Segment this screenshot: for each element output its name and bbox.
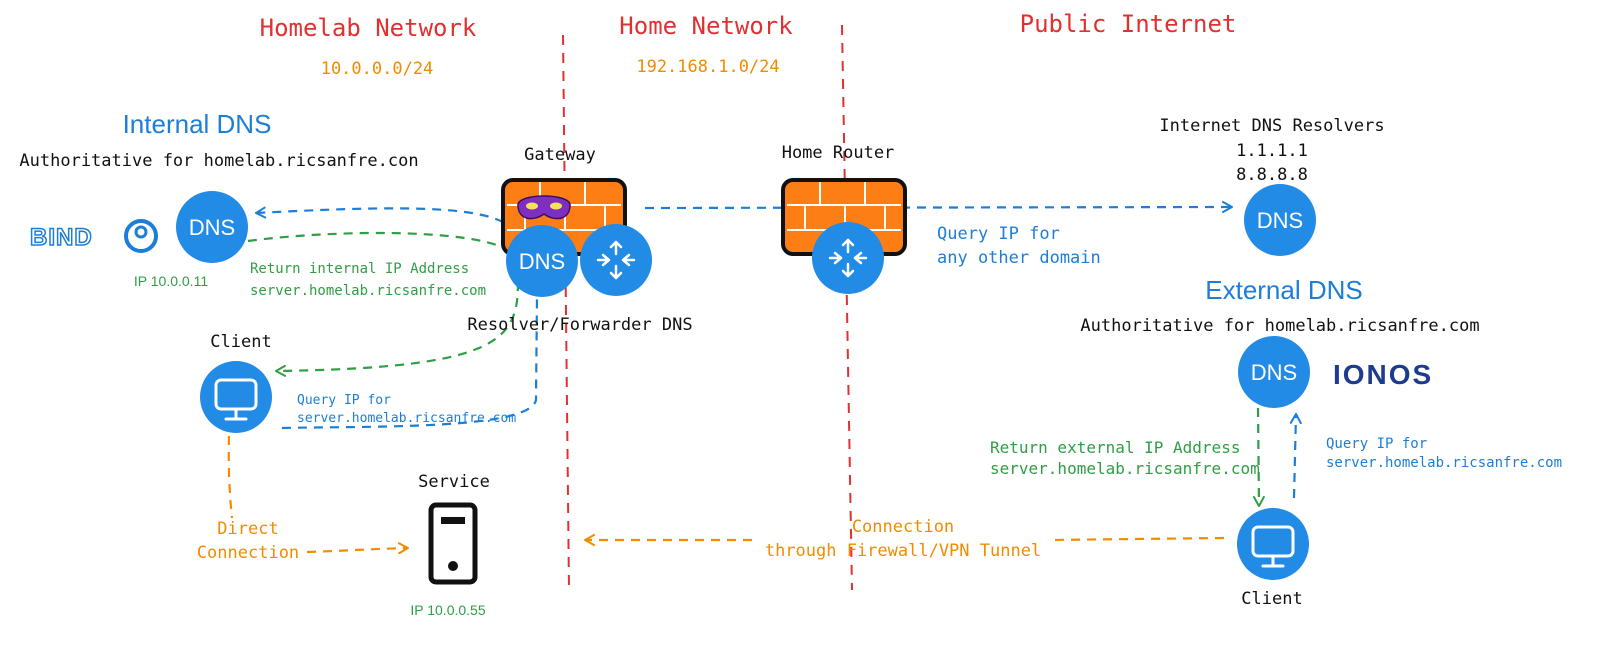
internal-dns-node-label: DNS bbox=[189, 215, 235, 240]
query-other-line1: Query IP for bbox=[937, 224, 1060, 244]
dns-icon bbox=[176, 191, 248, 263]
mask-icon bbox=[517, 195, 571, 220]
internal-dns-subtitle: Authoritative for homelab.ricsanfre.con bbox=[19, 151, 418, 171]
query-external-line2: server.homelab.ricsanfre.com bbox=[1326, 455, 1562, 471]
arrow-gateway-to-internal-dns bbox=[255, 206, 517, 233]
client-external-label: Client bbox=[1241, 589, 1302, 609]
query-external-line1: Query IP for bbox=[1326, 436, 1427, 452]
arrow-client-to-service-b bbox=[306, 542, 409, 555]
bind-logo-dot bbox=[134, 225, 148, 239]
query-other-line2: any other domain bbox=[937, 248, 1101, 268]
external-dns-subtitle: Authoritative for homelab.ricsanfre.com bbox=[1080, 316, 1479, 336]
monitor-icon bbox=[200, 361, 272, 433]
query-internal-line2: server.homelab.ricsanfre.com bbox=[297, 411, 516, 426]
dns-icon bbox=[1244, 184, 1316, 256]
gateway-dns-label: DNS bbox=[519, 249, 565, 274]
bind-logo: BIND bbox=[29, 219, 158, 253]
internet-dns-node-label: DNS bbox=[1257, 208, 1303, 233]
tunnel-line2: through Firewall/VPN Tunnel bbox=[765, 541, 1041, 561]
gateway-label: Gateway bbox=[524, 145, 596, 165]
internet-dns-title: Internet DNS Resolvers bbox=[1159, 116, 1384, 136]
dns-icon bbox=[1238, 336, 1310, 408]
service-node bbox=[428, 502, 478, 585]
zone-title-public: Public Internet bbox=[1020, 10, 1237, 38]
arrow-gateway-to-internet-dns bbox=[644, 201, 1233, 214]
service-label: Service bbox=[418, 472, 490, 492]
router-arrows bbox=[828, 238, 868, 278]
dns-icon bbox=[506, 225, 578, 297]
service-ip: IP 10.0.0.55 bbox=[410, 602, 485, 618]
query-internal-line1: Query IP for bbox=[297, 393, 391, 408]
arrow-client-to-external-dns bbox=[1289, 413, 1302, 499]
internet-dns-ip1: 1.1.1.1 bbox=[1236, 141, 1308, 161]
tunnel-line1: Connection bbox=[852, 517, 954, 537]
bind-logo-text: BIND bbox=[30, 224, 93, 251]
zone-subnet-home: 192.168.1.0/24 bbox=[636, 57, 779, 77]
arrow-tunnel-right bbox=[1047, 536, 1225, 542]
arrow-client-to-gateway bbox=[281, 295, 539, 430]
router-icon bbox=[580, 224, 652, 296]
home-router-label: Home Router bbox=[782, 143, 895, 163]
zone-subnet-homelab: 10.0.0.0/24 bbox=[321, 59, 434, 79]
direct-line1: Direct bbox=[217, 519, 278, 539]
external-dns-node-label: DNS bbox=[1251, 360, 1297, 385]
router-arrows bbox=[596, 240, 636, 280]
monitor-icon bbox=[1237, 508, 1309, 580]
internal-dns-node: DNS bbox=[176, 191, 248, 263]
arrow-gateway-to-client bbox=[275, 281, 520, 377]
internal-dns-title: Internal DNS bbox=[123, 109, 272, 139]
bind-logo-ring bbox=[124, 219, 158, 253]
external-dns-node: DNS bbox=[1238, 336, 1310, 408]
client-internal-node bbox=[200, 361, 272, 433]
return-external-line2: server.homelab.ricsanfre.com bbox=[990, 459, 1260, 478]
internet-dns-ip2: 8.8.8.8 bbox=[1236, 165, 1308, 185]
return-internal-line2: server.homelab.ricsanfre.com bbox=[250, 283, 486, 299]
zone-title-home: Home Network bbox=[619, 12, 793, 40]
boundary-home-public bbox=[841, 24, 853, 591]
return-external-line1: Return external IP Address bbox=[990, 438, 1240, 457]
server-icon bbox=[428, 502, 478, 585]
arrow-external-dns-to-client bbox=[1252, 407, 1265, 507]
gateway-caption: Resolver/Forwarder DNS bbox=[467, 315, 692, 335]
external-dns-title: External DNS bbox=[1205, 275, 1363, 305]
router-icon bbox=[812, 222, 884, 294]
client-external-node bbox=[1237, 508, 1309, 580]
zone-title-homelab: Homelab Network bbox=[260, 14, 477, 42]
home-router-node bbox=[812, 222, 884, 294]
arrow-client-to-service-a bbox=[227, 435, 234, 519]
client-internal-label: Client bbox=[210, 332, 271, 352]
gateway-dns-node: DNS bbox=[506, 225, 578, 297]
boundary-homelab-home bbox=[562, 34, 570, 591]
internet-dns-node: DNS bbox=[1244, 184, 1316, 256]
arrow-internal-dns-to-gateway bbox=[247, 231, 509, 251]
ionos-logo: IONOS bbox=[1333, 359, 1433, 390]
return-internal-line1: Return internal IP Address bbox=[250, 261, 469, 277]
internal-dns-ip: IP 10.0.0.11 bbox=[134, 273, 208, 289]
gateway-router-node bbox=[580, 224, 652, 296]
direct-line2: Connection bbox=[197, 543, 299, 563]
